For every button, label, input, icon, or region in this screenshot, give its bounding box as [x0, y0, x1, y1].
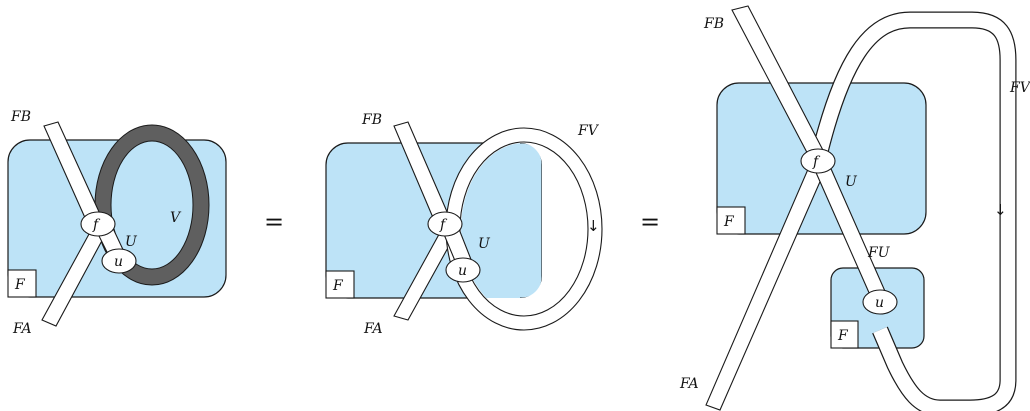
node-u-panel2 [445, 257, 481, 283]
node-f-label-panel1: f [92, 217, 101, 233]
box-F-label-panel1: F [14, 277, 26, 293]
node-f-panel3 [800, 148, 836, 174]
label-FB-panel3: FB [703, 16, 724, 32]
box-F-top-label-panel3: F [723, 214, 735, 230]
label-FA-panel1: FA [12, 321, 32, 337]
label-FA-panel3: FA [679, 376, 699, 392]
panel-2: f u U FB FA FV ↓ F [325, 112, 603, 337]
box-F-panel2 [325, 270, 355, 299]
node-f-label-panel3: f [812, 154, 821, 170]
node-u-panel3 [862, 289, 898, 315]
label-FB-panel2: FB [361, 112, 382, 128]
node-f-panel1 [80, 211, 116, 237]
panel-1: f u U V FB FA F [7, 109, 227, 337]
label-U-panel1: U [125, 234, 138, 250]
label-V-panel1: V [170, 210, 182, 226]
label-U-panel3: U [845, 174, 858, 190]
loop-fv-region-panel2 [461, 143, 542, 298]
label-FU-panel3: FU [867, 245, 891, 261]
box-F-top-panel3 [716, 206, 746, 235]
arrow-down-panel2: ↓ [587, 217, 600, 235]
equals-sign-1: = [264, 208, 284, 236]
box-F-bottom-panel3 [830, 320, 859, 349]
node-u-label-panel3: u [875, 295, 884, 311]
node-f-label-panel2: f [439, 217, 448, 233]
label-FA-panel2: FA [363, 321, 383, 337]
equals-sign-2: = [640, 208, 660, 236]
node-f-panel2 [427, 211, 463, 237]
box-F-panel1 [7, 269, 37, 298]
box-F-bottom-label-panel3: F [837, 328, 849, 344]
arrow-down-panel3: ↓ [994, 201, 1007, 219]
label-FV-panel3: FV [1009, 80, 1030, 96]
label-FB-panel1: FB [10, 109, 31, 125]
label-FV-panel2: FV [577, 123, 600, 139]
node-u-label-panel2: u [458, 263, 467, 279]
label-U-panel2: U [478, 236, 491, 252]
panel-3: f u U FU FB FA FV ↓ F F [679, 5, 1030, 411]
node-u-label-panel1: u [114, 254, 123, 270]
node-u-panel1 [101, 248, 137, 274]
box-F-label-panel2: F [332, 278, 344, 294]
band-fv-inner-panel3 [810, 12, 1016, 411]
loop-v-hole [110, 140, 194, 270]
